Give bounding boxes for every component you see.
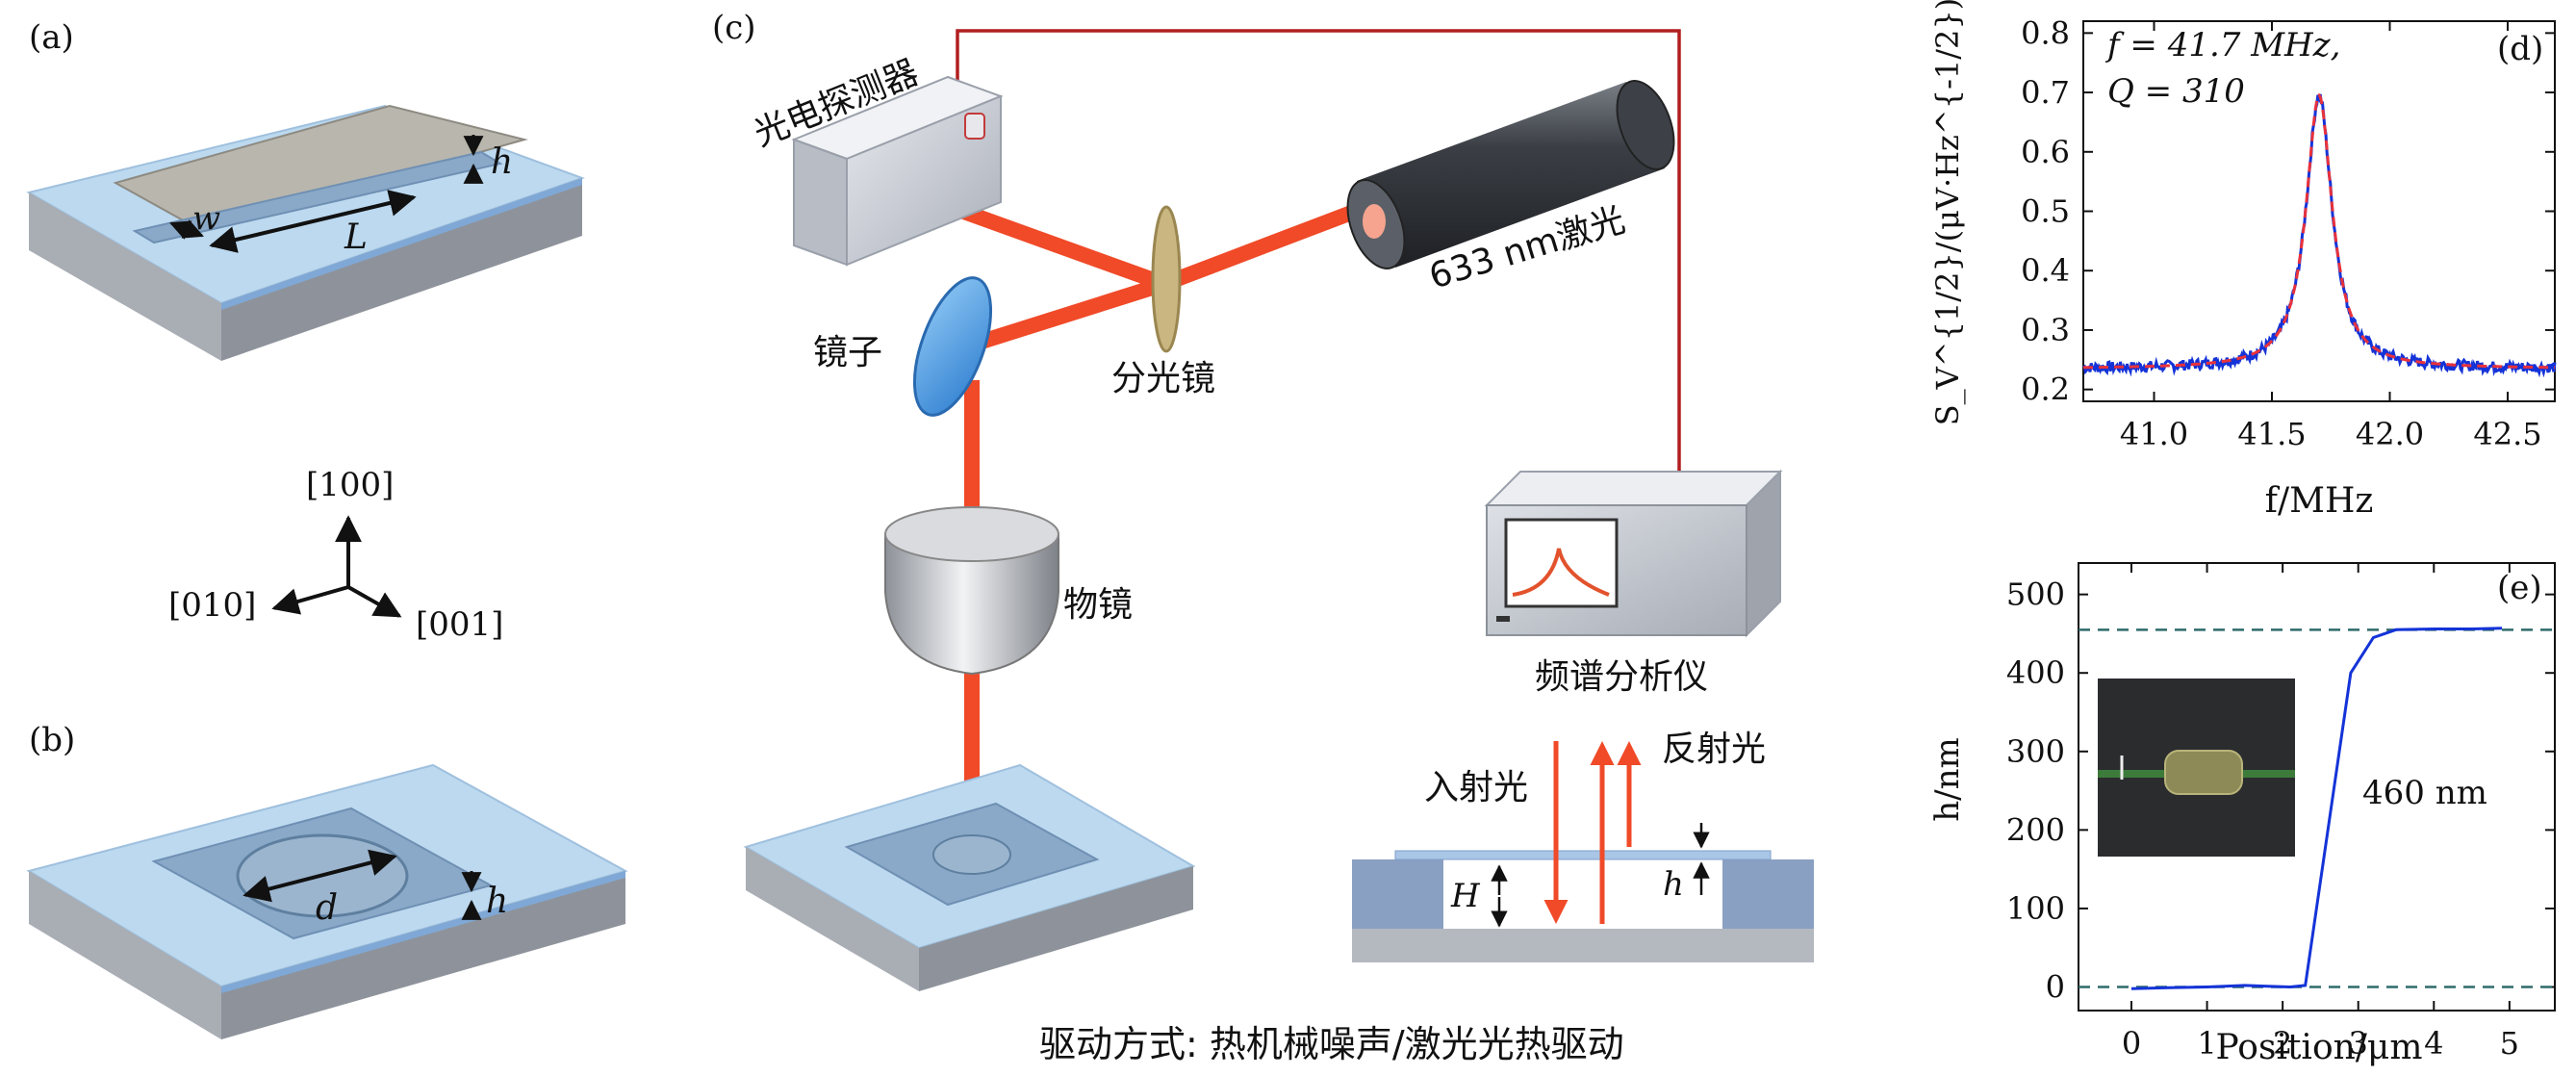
diameter-arrow [242,849,397,903]
spectrum-analyzer [1484,469,1783,638]
series-fit [2083,92,2555,370]
beamsplitter [1151,205,1182,353]
diameter-label: d [316,888,338,928]
spectrum-analyzer-label: 频谱分析仪 [1535,657,1708,697]
panel-c-label: (c) [712,9,756,47]
sample-chip [743,763,1196,991]
thickness-label: h [1663,865,1684,904]
chart-resonance: 0.2 0.3 0.4 0.5 0.6 0.7 0.8 41.0 41.5 42.0 42.5 (… [1929,0,2557,521]
cross-section-base [1352,929,1814,962]
x-tick-label: 1 [2197,1025,2216,1062]
laser-beam-to-mirror [979,276,1167,349]
detector-logo-icon [964,113,985,140]
y-axis-label: h/nm [1928,737,1967,822]
reflected-label: 反射光 [1662,730,1766,769]
axis-100-label: [100] [306,466,394,504]
x-tick-label: 5 [2500,1025,2519,1062]
y-tick-label: 0 [2046,969,2065,1006]
chart-d-frame [2082,20,2556,402]
crystal-axes: [100] [010] [001] [168,466,503,644]
width-arrow [169,219,204,240]
cross-section: H h [1352,741,1814,962]
y-axis-label: S_V^{1/2}/(μV·Hz^{-1/2}) [1929,0,1966,425]
x-tick-label: 0 [2122,1025,2141,1062]
axis-001-label: [001] [416,605,503,644]
drive-caption: 驱动方式: 热机械噪声/激光光热驱动 [1039,1023,1624,1065]
signal-cable [956,29,1690,630]
cross-section-membrane [1394,850,1772,860]
x-tick-label: 3 [2349,1025,2368,1062]
axis-010-label: [010] [168,586,256,625]
x-tick-label: 41.0 [2120,416,2188,452]
series-measured [2082,93,2557,378]
y-tick-label: 0.6 [2021,134,2070,170]
panel-a: (a) L w h [26,18,585,361]
cross-section-support-right [1722,859,1814,929]
axis-001-arrow [347,585,402,618]
substrate-side-left [29,192,221,361]
x-axis-label: f/MHz [2265,481,2374,521]
mirror [912,276,993,417]
axis-010-arrow [271,585,349,615]
photodetector [791,75,1004,267]
panel-b: (b) d h [26,721,628,1039]
thickness-label: h [486,882,508,921]
annotation-q: Q = 310 [2107,72,2245,111]
objective-label: 物镜 [1063,585,1133,625]
panel-d-label: (d) [2497,30,2543,68]
x-tick-label: 42.0 [2356,416,2424,452]
micrograph-flake [2164,750,2243,795]
x-tick-label: 41.5 [2237,416,2306,452]
y-tick-label: 0.2 [2021,371,2070,408]
y-tick-label: 100 [2006,890,2065,927]
chart-height-profile: 0 100 200 300 400 500 0 1 2 3 4 5 460 nm (e) Posit… [1928,562,2556,1067]
mirror-label: 镜子 [813,333,882,372]
y-tick-label: 0.3 [2021,312,2070,348]
y-tick-label: 500 [2006,576,2065,613]
x-tick-label: 4 [2424,1025,2443,1062]
series-height [2130,627,2503,990]
panel-e-label: (e) [2497,569,2542,607]
substrate-side-right [221,178,582,361]
width-label: w [192,199,220,238]
panel-a-label: (a) [29,18,74,57]
laser-beam-in [1161,199,1369,292]
y-tick-label: 0.4 [2021,252,2070,289]
panel-b-label: (b) [29,721,75,759]
length-arrow [209,190,417,253]
incident-label: 入射光 [1424,768,1528,807]
x-axis-label: Position/μm [2216,1028,2423,1067]
length-label: L [344,218,368,257]
annotation-frequency: f = 41.7 MHz, [2104,26,2340,64]
y-tick-label: 0.5 [2021,193,2070,230]
y-tick-label: 200 [2006,811,2065,848]
y-tick-label: 300 [2006,733,2065,770]
panel-c: (c) 光电探测器 633 nm激光 分光镜 镜子 [712,9,1814,1065]
step-annotation: 460 nm [2362,774,2487,812]
x-tick-label: 42.5 [2473,416,2541,452]
objective-lens [884,506,1059,676]
y-tick-label: 400 [2006,654,2065,691]
laser-source [1346,80,1675,269]
y-tick-label: 0.7 [2021,74,2070,111]
x-tick-label: 2 [2273,1025,2292,1062]
optical-micrograph [2098,679,2295,857]
y-tick-label: 0.8 [2021,14,2070,51]
thickness-label: h [491,142,513,182]
gap-height-label: H [1450,877,1481,915]
beamsplitter-label: 分光镜 [1111,359,1215,398]
cross-section-support-left [1352,859,1443,929]
